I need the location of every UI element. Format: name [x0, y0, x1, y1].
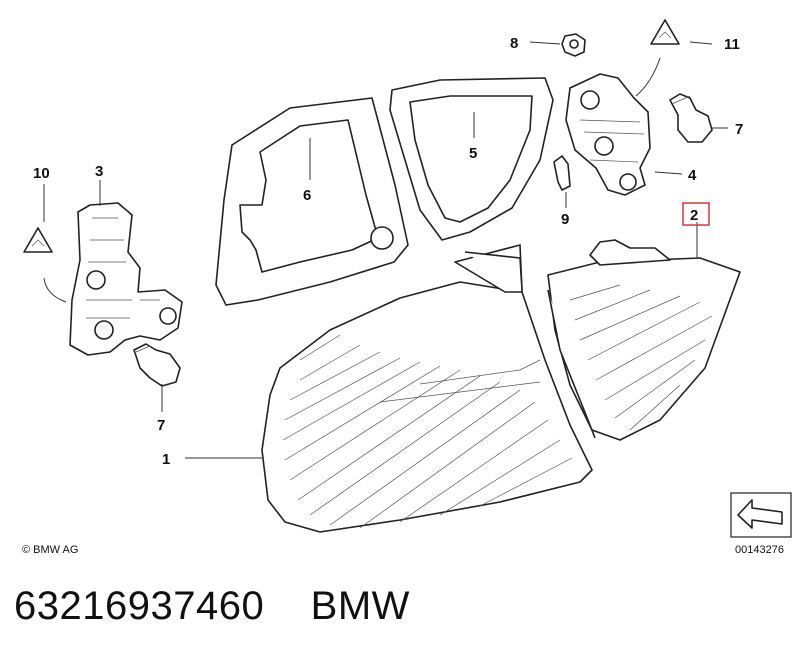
callout-9[interactable]: 9 — [561, 211, 569, 228]
copyright-text: © BMW AG — [22, 544, 78, 556]
footer: 63216937460 BMW — [14, 584, 410, 629]
part-8-grommet — [561, 33, 586, 57]
leader-lines — [43, 41, 728, 459]
part-number: 63216937460 — [14, 584, 265, 628]
warning-triangle-icon — [23, 227, 53, 253]
callout-1[interactable]: 1 — [162, 451, 170, 468]
callout-4[interactable]: 4 — [688, 167, 697, 184]
part-1-outer-tail-light — [261, 244, 593, 533]
callout-7-right[interactable]: 7 — [735, 121, 743, 138]
part-4-bulb-carrier — [565, 73, 651, 196]
part-5-gasket — [389, 77, 554, 241]
callout-6[interactable]: 6 — [303, 187, 311, 204]
part-9-bulb-small — [553, 155, 571, 191]
callout-5[interactable]: 5 — [469, 145, 477, 162]
part-7-bulb-left — [133, 343, 181, 387]
part-2-inner-tail-light — [547, 239, 741, 441]
callout-8[interactable]: 8 — [510, 35, 518, 52]
callout-11[interactable]: 11 — [724, 36, 740, 53]
warning-triangle-icon — [650, 19, 680, 45]
callout-10[interactable]: 10 — [33, 165, 50, 182]
callout-2[interactable]: 2 — [690, 207, 698, 224]
part-7-bulb-right — [669, 93, 713, 143]
drawing-number: 00143276 — [735, 544, 784, 556]
part-6-gasket — [215, 97, 409, 306]
callout-2-highlight — [682, 202, 710, 226]
brand-name: BMW — [310, 584, 410, 628]
orientation-arrow-icon — [730, 492, 792, 538]
callout-3[interactable]: 3 — [95, 163, 103, 180]
part-3-bulb-carrier — [69, 202, 183, 356]
callout-7-left[interactable]: 7 — [157, 417, 165, 434]
